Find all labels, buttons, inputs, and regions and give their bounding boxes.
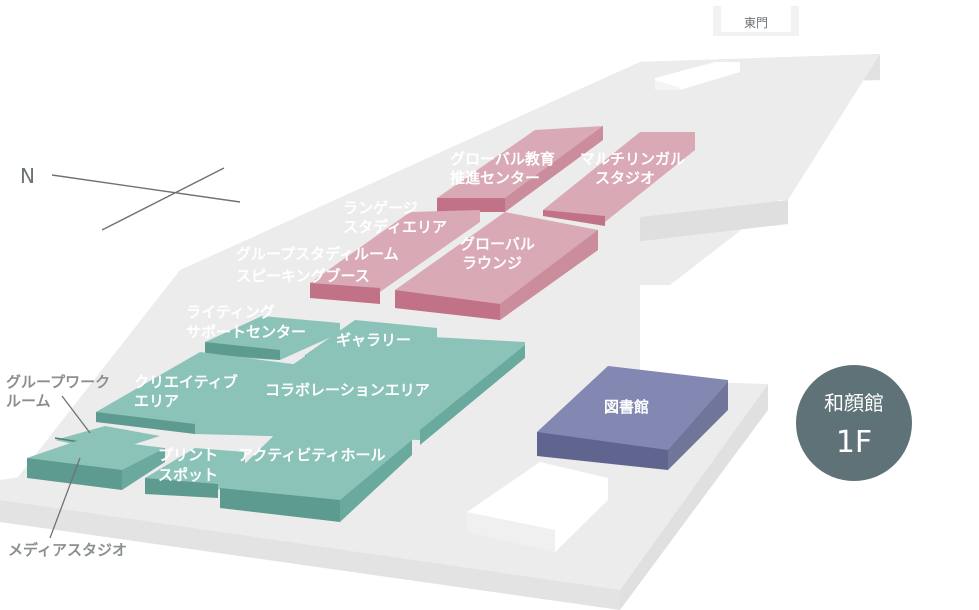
label-writing-support-1: ライティング [186,303,275,321]
compass-rose: N [20,164,241,231]
label-creative-area-2: エリア [134,392,179,410]
floor-slab [0,54,880,610]
label-global-education-2: 推進センター [450,169,540,187]
room-print-spot[interactable] [145,448,245,498]
room-speaking-booth[interactable] [310,210,480,304]
white-block-north [655,62,740,90]
label-print-spot-2: スポット [158,466,218,484]
label-language-study-2: スタディエリア [343,218,447,236]
group-work-leader-line [61,395,91,434]
room-multilingual-studio[interactable] [543,132,695,226]
label-multilingual-1: マルチリンガル [580,150,685,168]
white-block-south [467,462,608,552]
label-print-spot-1: プリント [158,446,218,464]
label-writing-support-2: サポートセンター [186,323,306,341]
media-studio-leader-line [49,457,81,539]
label-speaking-booth: スピーキングブース [236,267,370,285]
label-multilingual-2: スタジオ [595,169,655,187]
east-gate: 東門 [713,6,799,36]
label-global-education-1: グローバル教育 [450,150,555,168]
label-activity-hall: アクティビティホール [238,446,385,464]
room-global-education-center[interactable] [437,126,603,212]
label-media-studio: メディアスタジオ [8,541,127,559]
label-creative-area-1: クリエイティブ [134,373,238,391]
label-global-lounge-2: ラウンジ [462,254,522,272]
label-gallery: ギャラリー [336,331,411,349]
library[interactable] [537,366,728,470]
floor-number: 1F [836,425,872,460]
room-global-lounge[interactable] [395,212,598,320]
room-creative-area[interactable] [96,352,300,434]
floor-badge: 和顔館 1F [796,365,912,481]
label-library: 図書館 [604,398,649,416]
compass-north-label: N [20,164,35,188]
label-group-work-1: グループワーク [6,373,110,391]
label-group-study: グループスタディルーム [236,245,399,263]
label-collaboration-area: コラボレーションエリア [265,381,430,399]
east-gate-label: 東門 [744,16,768,30]
label-group-work-2: ルーム [6,392,51,410]
room-collaboration-area[interactable] [195,332,525,445]
label-language-study-1: ランゲージ [343,199,418,217]
room-activity-hall[interactable] [220,410,412,522]
label-global-lounge-1: グローバル [460,235,535,253]
building-name: 和顔館 [824,391,884,415]
